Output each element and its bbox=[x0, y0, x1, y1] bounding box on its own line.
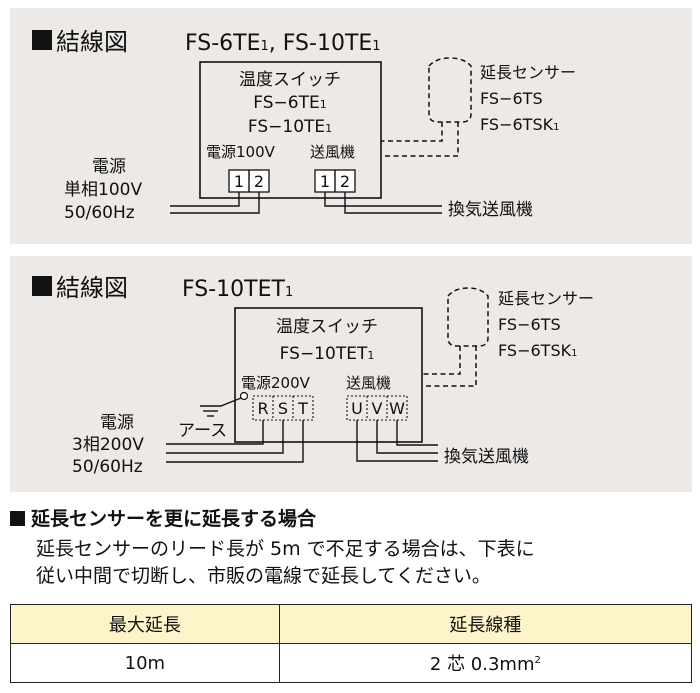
diagram2-heading: 結線図 bbox=[56, 274, 128, 302]
extension-heading-text: 延長センサーを更に延長する場合 bbox=[31, 508, 317, 530]
table-header-wire-type: 延長線種 bbox=[278, 604, 693, 644]
sensor-title: 延長センサー bbox=[498, 289, 594, 308]
wiring-diagram-2: 結線図 FS-10TET1 温度スイッチ FS−10TET1 電源200V 送風… bbox=[10, 256, 692, 492]
ground-label: アース bbox=[178, 421, 227, 441]
wiring-diagram-2-svg: 結線図 FS-10TET1 温度スイッチ FS−10TET1 電源200V 送風… bbox=[32, 274, 594, 477]
table-cell-wire-type: 2 芯 0.3mm2 bbox=[278, 643, 693, 683]
fan-terminal-label: 送風機 bbox=[346, 374, 391, 392]
sensor-wire-2 bbox=[422, 346, 477, 387]
supply-label-2: 3相200V bbox=[72, 435, 144, 455]
fan-wire-2 bbox=[344, 192, 442, 214]
fan-output-label: 換気送風機 bbox=[444, 447, 529, 467]
supply-label-3: 50/60Hz bbox=[72, 457, 143, 477]
ground-wire bbox=[220, 397, 242, 407]
power-terminal-label: 電源100V bbox=[206, 143, 276, 161]
supply-label-3: 50/60Hz bbox=[64, 203, 135, 223]
extension-body-line-2: 従い中間で切断し、市販の電線で延長してください。 bbox=[36, 565, 491, 587]
supply-wire-r bbox=[166, 420, 264, 445]
sensor-model-2: FS−6TSK1 bbox=[498, 341, 577, 360]
supply-wire-t bbox=[166, 420, 304, 463]
fan-wire-u bbox=[356, 420, 438, 462]
fan-terminal-2: 2 bbox=[340, 172, 350, 191]
wiring-diagram-1: 結線図 FS-6TE1, FS-10TE1 温度スイッチ FS−6TE1 FS−… bbox=[10, 8, 692, 244]
fan-terminal-w: W bbox=[389, 399, 405, 418]
sensor-model-1: FS−6TS bbox=[480, 89, 543, 108]
extension-body: 延長センサーのリード長が 5m で不足する場合は、下表に 従い中間で切断し、市販… bbox=[10, 536, 692, 590]
fan-wire-v bbox=[376, 420, 438, 454]
heading-square-icon bbox=[32, 30, 52, 50]
switch-title: 温度スイッチ bbox=[276, 317, 378, 337]
heading-square-icon bbox=[32, 276, 52, 296]
power-terminal-s: S bbox=[278, 399, 288, 418]
sensor-model-1: FS−6TS bbox=[498, 315, 561, 334]
switch-title: 温度スイッチ bbox=[239, 70, 341, 90]
supply-wire-2 bbox=[170, 192, 260, 214]
fan-terminal-label: 送風機 bbox=[310, 143, 355, 161]
supply-wire-1 bbox=[170, 192, 240, 207]
sensor-wire-1 bbox=[422, 346, 461, 375]
fan-output-label: 換気送風機 bbox=[448, 200, 533, 220]
table-header-max-length: 最大延長 bbox=[10, 604, 280, 644]
sensor-model-2: FS−6TSK1 bbox=[480, 115, 559, 134]
sensor-outline bbox=[447, 287, 489, 347]
power-terminal-label: 電源200V bbox=[241, 374, 311, 392]
sensor-title: 延長センサー bbox=[480, 63, 576, 82]
extension-heading: 延長センサーを更に延長する場合 bbox=[10, 506, 692, 532]
power-terminal-t: T bbox=[297, 399, 308, 418]
extension-spec-table: 最大延長 延長線種 10m 2 芯 0.3mm2 bbox=[10, 604, 693, 683]
sensor-extension-section: 延長センサーを更に延長する場合 延長センサーのリード長が 5m で不足する場合は… bbox=[10, 506, 693, 683]
sensor-outline bbox=[428, 57, 472, 123]
power-terminal-1: 1 bbox=[234, 172, 244, 191]
diagram2-model: FS-10TET1 bbox=[182, 277, 293, 302]
supply-label-1: 電源 bbox=[92, 157, 126, 177]
switch-model: FS−10TET1 bbox=[280, 344, 375, 364]
diagram1-models: FS-6TE1, FS-10TE1 bbox=[185, 31, 381, 56]
sensor-wire-2 bbox=[381, 122, 459, 157]
diagram1-heading: 結線図 bbox=[56, 28, 128, 56]
ground-symbol-icon bbox=[200, 405, 221, 417]
power-terminal-2: 2 bbox=[254, 172, 264, 191]
fan-wire-1 bbox=[324, 192, 442, 207]
table-header-row: 最大延長 延長線種 bbox=[10, 604, 693, 644]
supply-label-1: 電源 bbox=[100, 413, 134, 433]
switch-model-2: FS−10TE1 bbox=[248, 117, 332, 137]
switch-model-1: FS−6TE1 bbox=[253, 93, 326, 113]
fan-terminal-v: V bbox=[372, 399, 383, 418]
sensor-wire-1 bbox=[381, 122, 443, 142]
power-terminal-r: R bbox=[257, 399, 268, 418]
fan-terminal-u: U bbox=[351, 399, 363, 418]
temperature-switch-box bbox=[199, 61, 382, 199]
wiring-diagram-1-svg: 結線図 FS-6TE1, FS-10TE1 温度スイッチ FS−6TE1 FS−… bbox=[32, 28, 576, 223]
supply-label-2: 単相100V bbox=[64, 180, 142, 200]
heading-square-icon bbox=[10, 511, 25, 526]
extension-body-line-1: 延長センサーのリード長が 5m で不足する場合は、下表に bbox=[36, 538, 535, 560]
table-row: 10m 2 芯 0.3mm2 bbox=[10, 643, 693, 683]
supply-wire-s bbox=[166, 420, 284, 454]
table-cell-max-length: 10m bbox=[10, 643, 280, 683]
ground-terminal-icon bbox=[239, 391, 249, 401]
fan-terminal-1: 1 bbox=[320, 172, 330, 191]
fan-wire-w bbox=[396, 420, 438, 446]
temperature-switch-box bbox=[234, 307, 423, 443]
